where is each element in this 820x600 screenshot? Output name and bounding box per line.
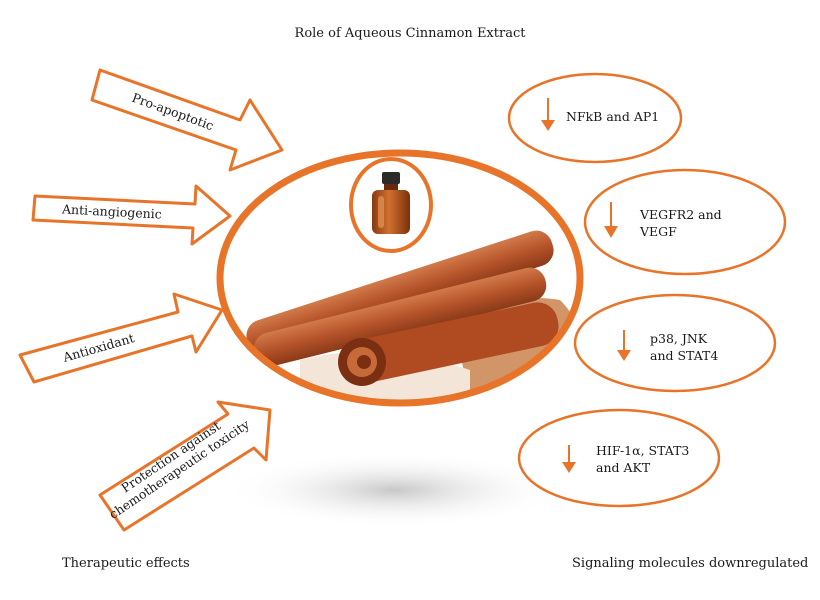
molecule-oval-4 xyxy=(517,408,721,508)
diagram-title: Role of Aqueous Cinnamon Extract xyxy=(294,26,526,41)
molecule-oval-1 xyxy=(507,72,683,164)
center-shadow xyxy=(225,452,565,528)
center-cinnamon-image xyxy=(216,149,584,407)
down-arrow-icon xyxy=(541,98,555,131)
molecule-label-3-line1: p38, JNK xyxy=(650,331,708,346)
molecule-label-3: p38, JNK and STAT4 xyxy=(650,330,718,364)
down-arrow-icon xyxy=(562,445,576,473)
molecule-label-4-line2: and AKT xyxy=(596,460,651,475)
footer-signaling-molecules: Signaling molecules downregulated xyxy=(572,556,809,571)
footer-therapeutic-effects: Therapeutic effects xyxy=(62,556,190,571)
molecule-label-1: NFkB and AP1 xyxy=(566,109,660,124)
effect-arrow-antioxidant xyxy=(18,292,224,384)
extract-bottle-icon xyxy=(349,157,433,253)
effect-arrow-protection xyxy=(98,400,272,532)
down-arrow-icon xyxy=(617,330,631,361)
molecule-label-2: VEGFR2 and VEGF xyxy=(640,206,722,240)
molecule-oval-3 xyxy=(573,293,777,393)
molecule-oval-2 xyxy=(583,168,787,276)
effect-arrow-anti-angiogenic xyxy=(31,184,232,246)
molecule-label-4: HIF-1α, STAT3 and AKT xyxy=(596,442,689,476)
down-arrow-icon xyxy=(604,202,618,238)
molecule-label-2-line2: VEGF xyxy=(640,224,677,239)
molecule-label-4-line1: HIF-1α, STAT3 xyxy=(596,443,690,458)
molecule-label-3-line2: and STAT4 xyxy=(650,348,719,363)
molecule-label-2-line1: VEGFR2 and xyxy=(640,207,722,222)
effect-arrow-pro-apoptotic xyxy=(90,68,284,172)
